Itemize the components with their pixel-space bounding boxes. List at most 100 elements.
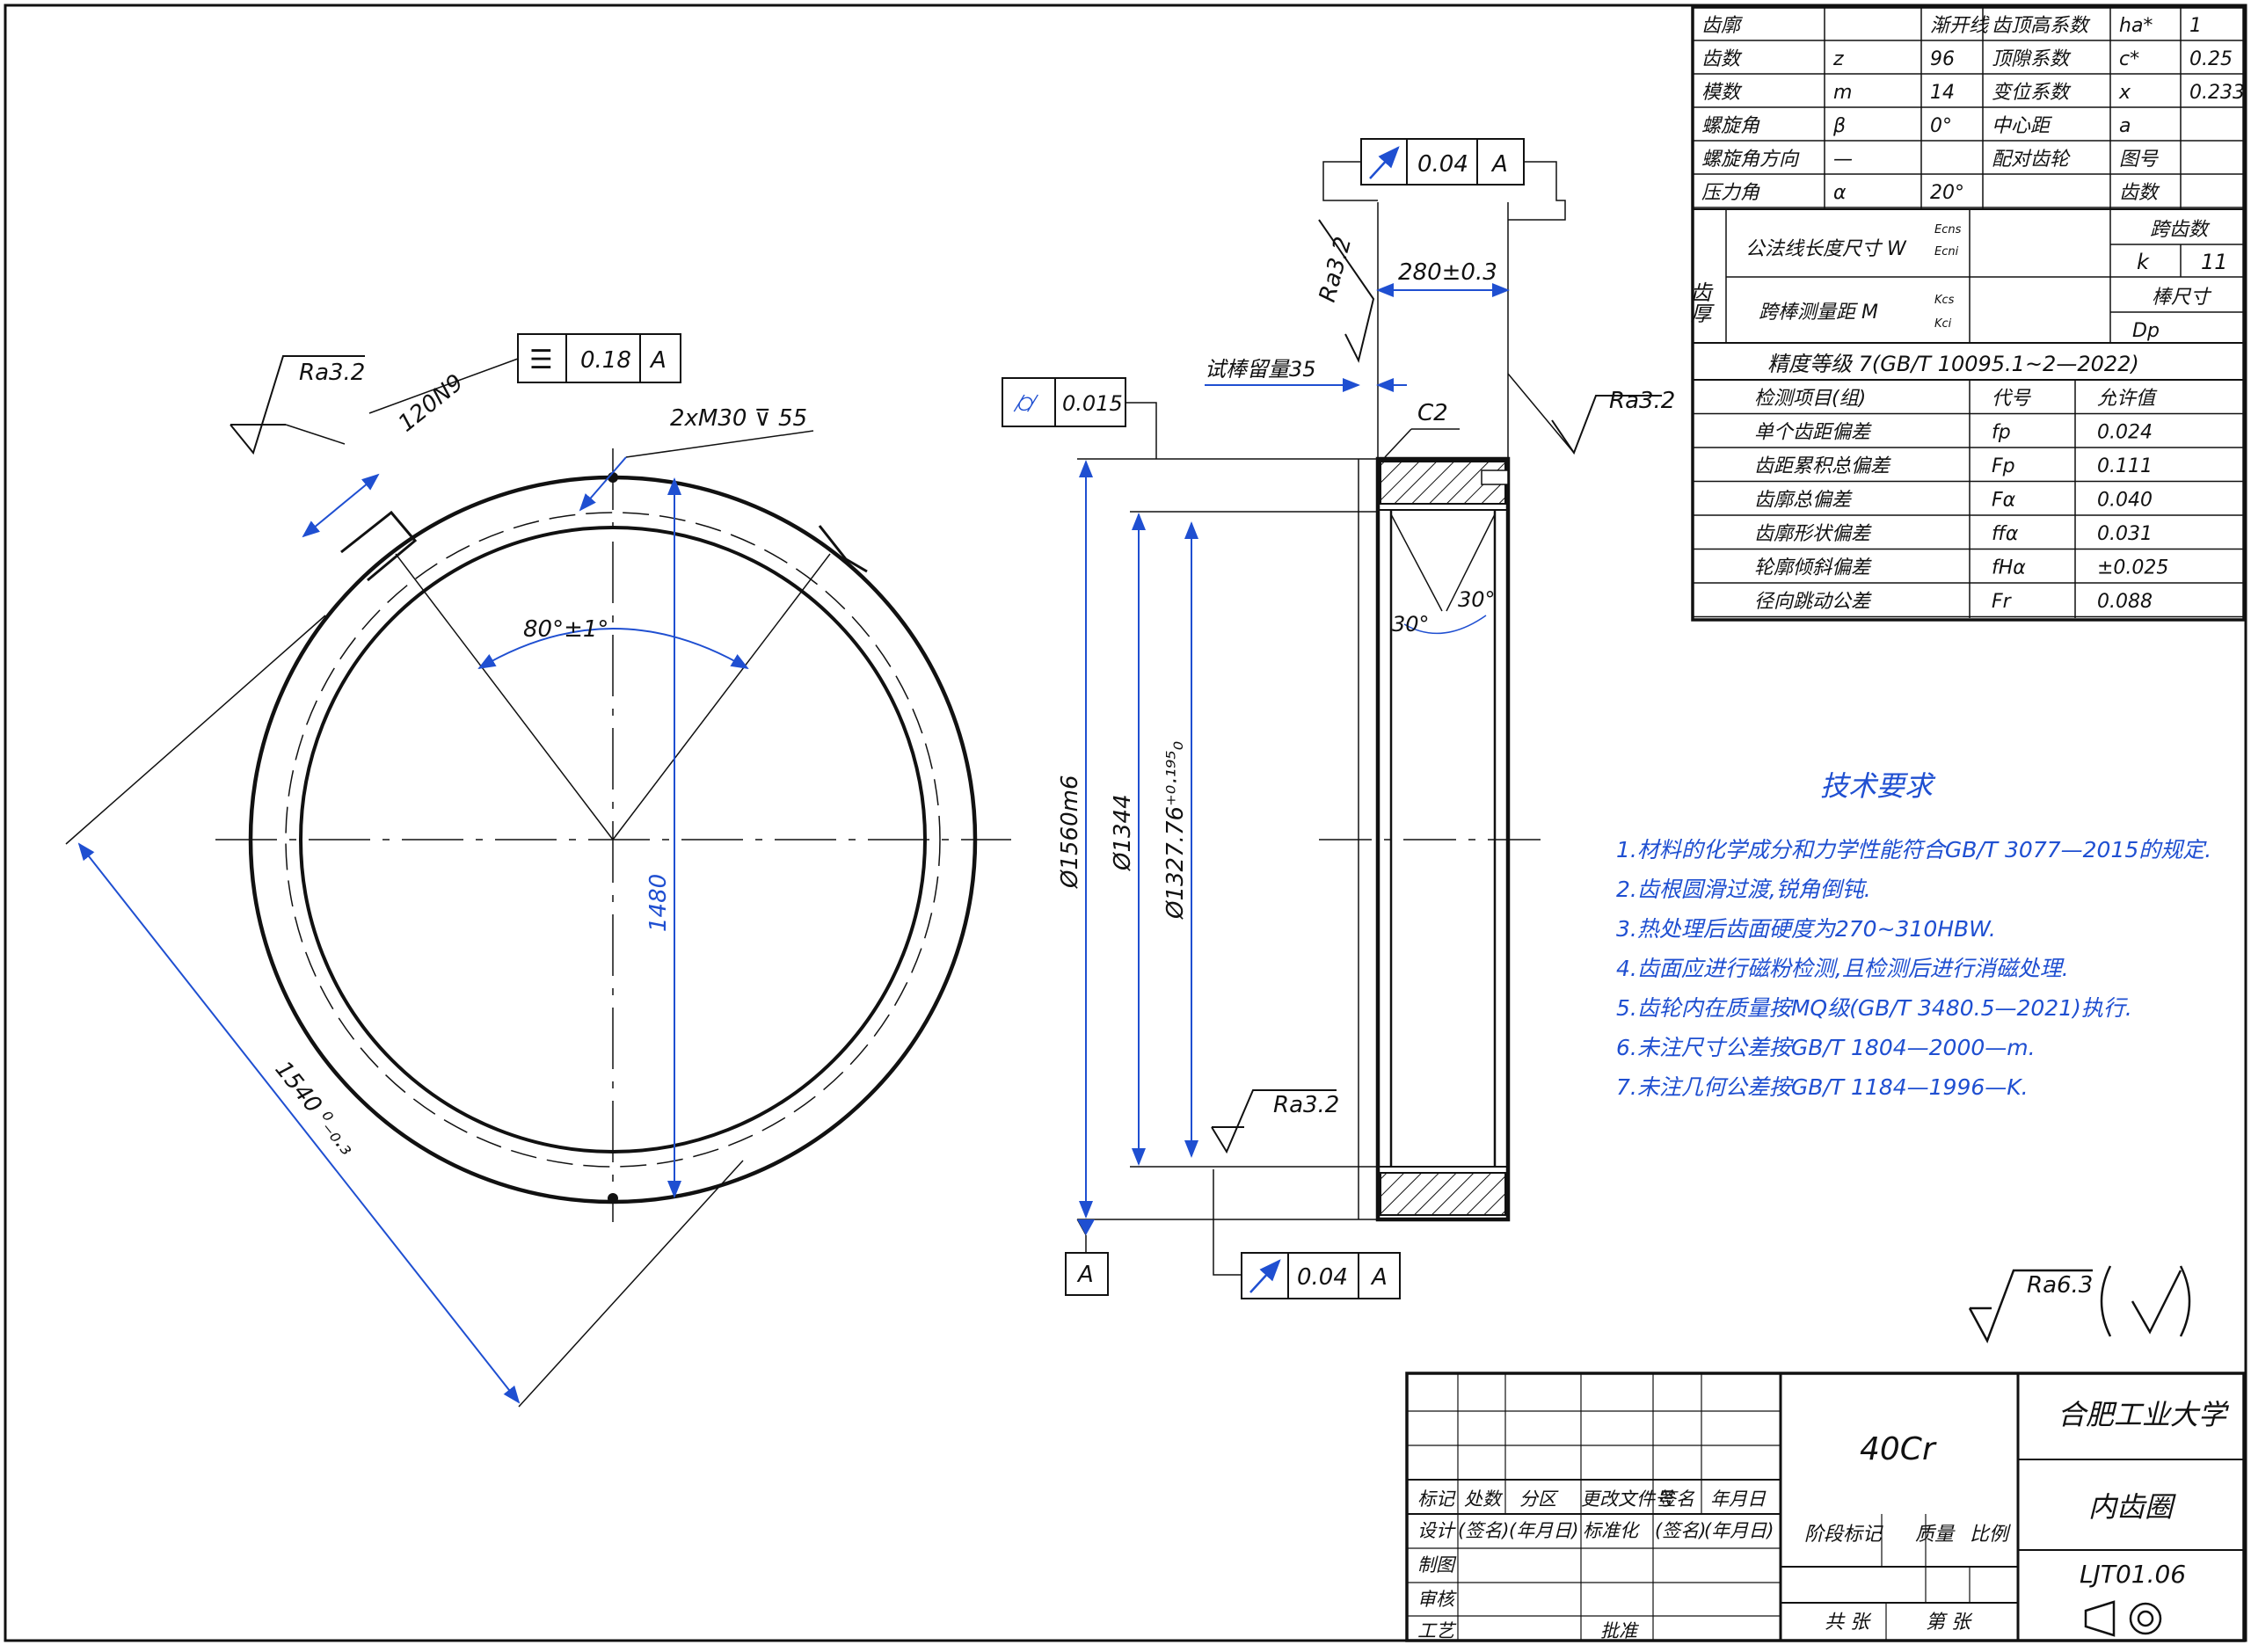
material-label: 40Cr: [1860, 1431, 1937, 1467]
param-cell: —: [1833, 149, 1853, 171]
m-sup: Kcs: [1934, 294, 1955, 307]
param-cell: 1: [2189, 15, 2202, 37]
symmetry-datum: A: [649, 347, 667, 374]
param-cell: 20°: [1930, 182, 1964, 204]
trial-allowance-label: 试棒留量35: [1205, 357, 1316, 382]
keyway-leader: [285, 424, 346, 445]
keyway-dim-line: [302, 473, 380, 538]
hatch-bottom: [1380, 1172, 1506, 1216]
check-cell: fp: [1992, 422, 2011, 444]
symmetry-icon: ☰: [529, 345, 553, 375]
general-roughness: Ra6.3: [1968, 1265, 2191, 1344]
front-view: 1480 80°±1° 1540 ⁰₋₀.₃ Ra3.2 120N9 ☰ 0.1…: [65, 333, 1011, 1408]
check-header-cell: 允许值: [2097, 388, 2158, 410]
param-cell: 齿数: [1701, 48, 1743, 70]
scale-label: 比例: [1970, 1524, 2011, 1546]
revision-header-cell: 年月日: [1710, 1488, 1767, 1510]
w-sub: Ecni: [1934, 245, 1959, 258]
param-cell: 中心距: [1992, 115, 2053, 137]
revision-header-cell: 分区: [1519, 1488, 1559, 1510]
projection-symbol-icon: [2084, 1600, 2162, 1637]
check-cell: 0.024: [2097, 422, 2153, 444]
design-row-cell: 标准化: [1583, 1520, 1641, 1541]
roughness-face-label: Ra3.2: [1315, 234, 1357, 305]
angle-line-left: [395, 553, 614, 841]
runout-bottom-datum: A: [1370, 1264, 1388, 1291]
angle-right-label: 30°: [1458, 587, 1496, 612]
stage-mark-label: 阶段标记: [1804, 1524, 1883, 1546]
design-row-cell: (签名): [1655, 1520, 1706, 1541]
title-checked-label: 审核: [1417, 1589, 1457, 1610]
thickness-label: 齿厚: [1686, 281, 1711, 324]
w-sup: Ecns: [1934, 223, 1962, 237]
runout-top-datum: A: [1490, 151, 1508, 178]
keyway-left: [340, 510, 418, 582]
root-circle: [285, 512, 941, 1168]
sheet-no-label: 第 张: [1926, 1612, 1973, 1634]
check-cell: 径向跳动公差: [1754, 591, 1872, 613]
param-cell: 96: [1930, 48, 1955, 70]
tech-req-item: 6.未注尺寸公差按GB/T 1804—2000—m.: [1616, 1035, 2036, 1060]
check-cell: 单个齿距偏差: [1754, 422, 1872, 444]
check-cell: Fp: [1992, 455, 2015, 477]
datum-triangle: [1077, 1219, 1095, 1235]
param-cell: x: [2118, 82, 2131, 104]
check-header-cell: 检测项目(组): [1754, 388, 1866, 410]
dia-outer-label: Ø1560m6: [1057, 775, 1083, 889]
keyway-dim-label: 120N9: [394, 369, 469, 437]
param-cell: 齿廓: [1701, 15, 1744, 37]
symmetry-tol: 0.18: [580, 347, 631, 374]
chamfer-label: C2: [1417, 400, 1448, 426]
thread-label: 2xM30 ⊽ 55: [670, 405, 807, 432]
datum-box: [1065, 1252, 1109, 1296]
dia-tip-label: Ø1327.76⁺⁰·¹⁹⁵₀: [1162, 740, 1189, 920]
runout-bottom-icon: [1249, 1259, 1281, 1293]
school-label: 合肥工业大学: [2058, 1398, 2230, 1431]
title-process-label: 工艺: [1417, 1620, 1457, 1641]
tech-req-item: 7.未注几何公差按GB/T 1184—1996—K.: [1616, 1074, 2029, 1100]
roughness-right-label: Ra3.2: [1609, 388, 1675, 414]
tech-req-item: 1.材料的化学成分和力学性能符合GB/T 3077—2015的规定.: [1616, 837, 2211, 862]
chord-extension-top: [65, 615, 326, 845]
chord-extension-bottom: [518, 1160, 744, 1408]
param-cell: a: [2119, 115, 2131, 137]
design-row-cell: (年月日): [1704, 1520, 1774, 1541]
runout-bottom-frame: [1241, 1252, 1401, 1299]
drawing-no-label: LJT01.06: [2080, 1560, 2186, 1589]
total-sheets-label: 共 张: [1825, 1612, 1872, 1634]
param-cell: 螺旋角: [1701, 115, 1760, 137]
check-header-cell: 代号: [1992, 388, 2031, 410]
dim-1480-label: 1480: [645, 874, 672, 932]
technical-requirements: 技术要求 1.材料的化学成分和力学性能符合GB/T 3077—2015的规定. 2…: [1616, 769, 2211, 1100]
approved-label: 批准: [1600, 1620, 1640, 1641]
design-row-cell: 设计: [1417, 1520, 1456, 1541]
param-cell: 14: [1930, 82, 1955, 104]
tech-req-item: 3.热处理后齿面硬度为270~310HBW.: [1616, 916, 1996, 942]
param-cell: 0.233: [2189, 82, 2245, 104]
thread-hole-side: [1481, 469, 1509, 485]
param-cell: β: [1832, 115, 1846, 137]
param-cell: 齿顶高系数: [1992, 15, 2091, 37]
param-cell: 0°: [1930, 115, 1952, 137]
check-cell: Fα: [1992, 490, 2016, 512]
check-cell: fHα: [1992, 557, 2026, 579]
runout-top-tol: 0.04: [1417, 151, 1468, 178]
tech-req-item: 2.齿根圆滑过渡,锐角倒钝.: [1616, 877, 1871, 902]
cylindricity-tol: 0.015: [1062, 391, 1123, 416]
tech-req-title: 技术要求: [1820, 769, 1936, 803]
tech-req-item: 5.齿轮内在质量按MQ级(GB/T 3480.5—2021)执行.: [1616, 995, 2132, 1021]
k-value: 11: [2201, 250, 2228, 274]
check-cell: 轮廓倾斜偏差: [1754, 557, 1872, 579]
dp-symbol: Dp: [2132, 320, 2160, 342]
runout-top-icon: [1369, 146, 1400, 179]
m-sub: Kci: [1934, 317, 1952, 331]
check-cell: 0.088: [2097, 591, 2153, 613]
dim-1540-line: [77, 842, 521, 1404]
param-cell: 配对齿轮: [1992, 149, 2071, 171]
check-cell: ffα: [1992, 523, 2019, 545]
check-cell: 齿廓形状偏差: [1754, 523, 1872, 545]
param-cell: 0.25: [2189, 48, 2233, 70]
check-cell: ±0.025: [2097, 557, 2168, 579]
roughness-keyway-label: Ra3.2: [299, 360, 365, 386]
